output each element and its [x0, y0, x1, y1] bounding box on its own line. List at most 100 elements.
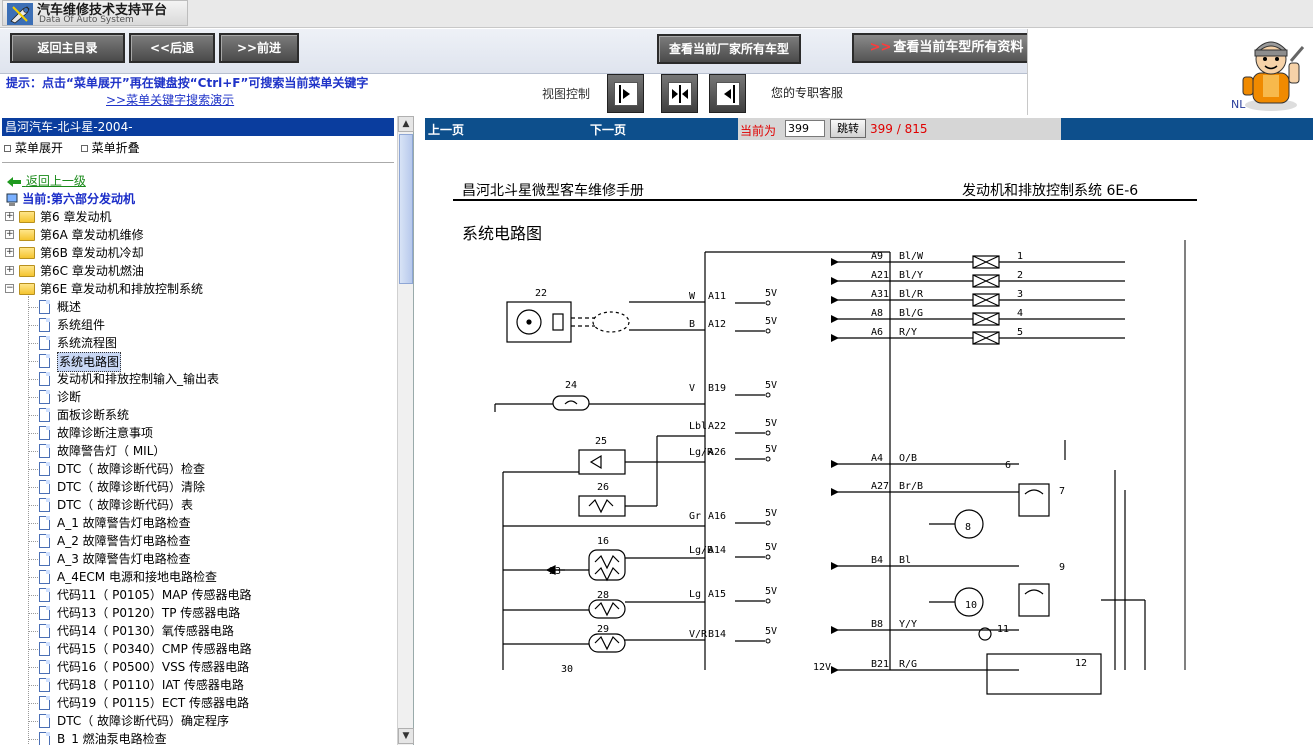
- tree-item[interactable]: A_3 故障警告灯电路检查: [0, 550, 395, 568]
- tree-item[interactable]: 诊断: [0, 388, 395, 406]
- diagram-title: 系统电路图: [462, 224, 543, 243]
- transistor-arrow-icon: [831, 666, 839, 674]
- document-icon: [39, 336, 50, 350]
- tree-item[interactable]: A_4ECM 电源和接地电路检查: [0, 568, 395, 586]
- pin-label: B19: [708, 383, 726, 394]
- pin-label: A9: [871, 251, 883, 262]
- tree-connector: [28, 559, 38, 560]
- expand-toggle-icon[interactable]: +: [5, 265, 14, 275]
- supply-terminal-icon: [765, 430, 771, 436]
- split-arrows-icon: [672, 85, 688, 103]
- document-icon: [39, 480, 50, 494]
- view-expand-left-button[interactable]: [709, 74, 746, 113]
- document-icon: [39, 462, 50, 476]
- tree-chapter[interactable]: +第6B 章发动机冷却: [0, 244, 395, 262]
- tree-item[interactable]: 故障诊断注意事项: [0, 424, 395, 442]
- document-icon: [39, 426, 50, 440]
- home-button[interactable]: 返回主目录: [10, 33, 125, 63]
- scroll-up-icon[interactable]: ▲: [398, 116, 414, 132]
- tree-item[interactable]: 代码11（ P0105）MAP 传感器电路: [0, 586, 395, 604]
- pin-label: A12: [708, 319, 726, 330]
- tree-connector: [28, 703, 38, 704]
- tree-item[interactable]: 系统流程图: [0, 334, 395, 352]
- view-expand-right-button[interactable]: [607, 74, 644, 113]
- tree-item[interactable]: A_2 故障警告灯电路检查: [0, 532, 395, 550]
- wire-color-label: Lg: [689, 589, 701, 600]
- collapse-all-link[interactable]: 菜单折叠: [91, 141, 140, 155]
- tree-item-label: A_3 故障警告灯电路检查: [57, 552, 191, 566]
- supply-terminal-icon: [765, 638, 771, 644]
- supply-terminal-icon: [765, 328, 771, 334]
- tree-scrollbar[interactable]: ▲ ▼: [397, 116, 414, 745]
- tree-item[interactable]: 系统组件: [0, 316, 395, 334]
- tree-item[interactable]: B_1 燃油泵电路检查: [0, 730, 395, 745]
- injector-coil-cross: [972, 312, 1000, 326]
- tree-item[interactable]: 代码18（ P0110）IAT 传感器电路: [0, 676, 395, 694]
- tree-item[interactable]: DTC（ 故障诊断代码）表: [0, 496, 395, 514]
- tree-item[interactable]: 面板诊断系统: [0, 406, 395, 424]
- tree-item[interactable]: DTC（ 故障诊断代码）清除: [0, 478, 395, 496]
- forward-button[interactable]: >>前进: [219, 33, 299, 63]
- wire-color-label: W: [689, 291, 696, 302]
- all-docs-button[interactable]: >>查看当前车型所有资料: [852, 33, 1041, 63]
- page-number-input[interactable]: [785, 120, 825, 137]
- tree-chapter[interactable]: +第6A 章发动机维修: [0, 226, 395, 244]
- prev-page-link[interactable]: 上一页: [428, 123, 465, 137]
- document-icon: [39, 624, 50, 638]
- tree-connector: [28, 451, 38, 452]
- tree-chapter[interactable]: +第6C 章发动机燃油: [0, 262, 395, 280]
- tree-chapter[interactable]: −第6E 章发动机和排放控制系统: [0, 280, 395, 298]
- tree-item[interactable]: 代码13（ P0120）TP 传感器电路: [0, 604, 395, 622]
- back-up-link[interactable]: 返回上一级: [6, 172, 86, 189]
- tree-item[interactable]: 代码16（ P0500）VSS 传感器电路: [0, 658, 395, 676]
- component-number: 8: [965, 522, 971, 533]
- tree-connector: [28, 649, 38, 650]
- supply-voltage-label: 5V: [765, 542, 777, 553]
- back-button[interactable]: <<后退: [129, 33, 215, 63]
- collapse-toggle-icon[interactable]: −: [5, 283, 14, 293]
- expand-toggle-icon[interactable]: +: [5, 247, 14, 257]
- supply-terminal-icon: [765, 598, 771, 604]
- square-bullet-icon: [4, 145, 11, 152]
- all-models-button[interactable]: 查看当前厂家所有车型: [657, 34, 801, 64]
- tree-item[interactable]: 系统电路图: [0, 352, 395, 372]
- tree-item[interactable]: 概述: [0, 298, 395, 316]
- tree-item[interactable]: 代码15（ P0340）CMP 传感器电路: [0, 640, 395, 658]
- tree-item[interactable]: 发动机和排放控制输入_输出表: [0, 370, 395, 388]
- tree-item[interactable]: DTC（ 故障诊断代码）检查: [0, 460, 395, 478]
- arrow-left-icon: [724, 85, 735, 103]
- tree-chapter[interactable]: +第6 章发动机: [0, 208, 395, 226]
- view-split-button[interactable]: [661, 74, 698, 113]
- document-icon: [39, 300, 50, 314]
- tree-connector: [28, 613, 38, 614]
- jump-button[interactable]: 跳转: [830, 119, 866, 138]
- tree-item[interactable]: 代码14（ P0130）氧传感器电路: [0, 622, 395, 640]
- tree-item[interactable]: A_1 故障警告灯电路检查: [0, 514, 395, 532]
- wire-color-label: Y/Y: [899, 619, 917, 630]
- transistor-arrow-icon: [831, 562, 839, 570]
- component-number: 22: [535, 288, 547, 299]
- next-page-link[interactable]: 下一页: [590, 123, 627, 137]
- tree-item-label: A_4ECM 电源和接地电路检查: [57, 570, 217, 584]
- tree-item[interactable]: DTC（ 故障诊断代码）确定程序: [0, 712, 395, 730]
- search-demo-link[interactable]: >>菜单关键字搜索演示: [106, 93, 235, 107]
- pin-label: B21: [871, 659, 889, 670]
- wire-color-label: Lg/B: [689, 545, 713, 556]
- tree-item[interactable]: 故障警告灯（ MIL）: [0, 442, 395, 460]
- expand-toggle-icon[interactable]: +: [5, 229, 14, 239]
- document-icon: [39, 678, 50, 692]
- current-page-label: 当前为: [740, 124, 777, 138]
- page-jump-box: 当前为 跳转 399 / 815: [738, 118, 1061, 140]
- hint-row: 提示：点击“菜单展开”再在键盘按“Ctrl+F”可搜索当前菜单关键字 >>菜单关…: [0, 74, 1027, 115]
- injector-coil-cross: [972, 331, 1000, 345]
- scroll-down-icon[interactable]: ▼: [398, 728, 414, 744]
- scroll-thumb[interactable]: [399, 134, 413, 284]
- pin-label: A21: [871, 270, 889, 281]
- expand-toggle-icon[interactable]: +: [5, 211, 14, 221]
- document-icon: [39, 354, 50, 368]
- tree-item[interactable]: 代码19（ P0115）ECT 传感器电路: [0, 694, 395, 712]
- tree-item-label: 代码18（ P0110）IAT 传感器电路: [57, 678, 244, 692]
- expand-all-link[interactable]: 菜单展开: [15, 141, 64, 155]
- tree-item-label: DTC（ 故障诊断代码）表: [57, 498, 194, 512]
